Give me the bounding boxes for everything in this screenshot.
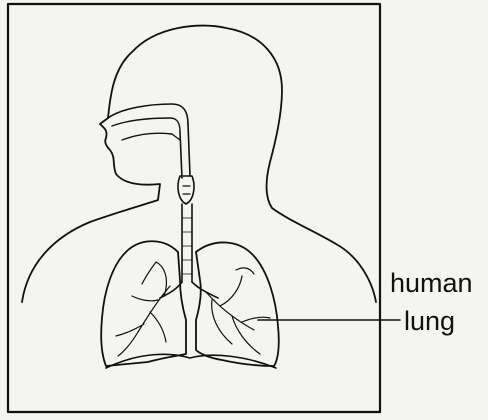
trachea-rings (182, 218, 192, 274)
diaphragm (106, 354, 276, 368)
nasal-cavity (108, 104, 188, 124)
trachea (182, 204, 192, 282)
figure-frame (8, 4, 380, 412)
pharynx (180, 124, 190, 178)
right-lung (196, 242, 279, 366)
right-lung-bronchioles (206, 268, 270, 354)
mouth-passage (122, 133, 180, 140)
larynx (178, 176, 194, 204)
body-outline (22, 26, 376, 302)
left-bronchus (160, 282, 182, 298)
label-lung: lung (404, 308, 455, 335)
nasal-cavity-floor (112, 118, 180, 132)
left-lung-bronchioles (116, 262, 170, 356)
right-bronchus (192, 282, 218, 298)
left-lung (101, 241, 186, 366)
label-human: human (390, 270, 473, 297)
larynx-detail (183, 186, 190, 194)
